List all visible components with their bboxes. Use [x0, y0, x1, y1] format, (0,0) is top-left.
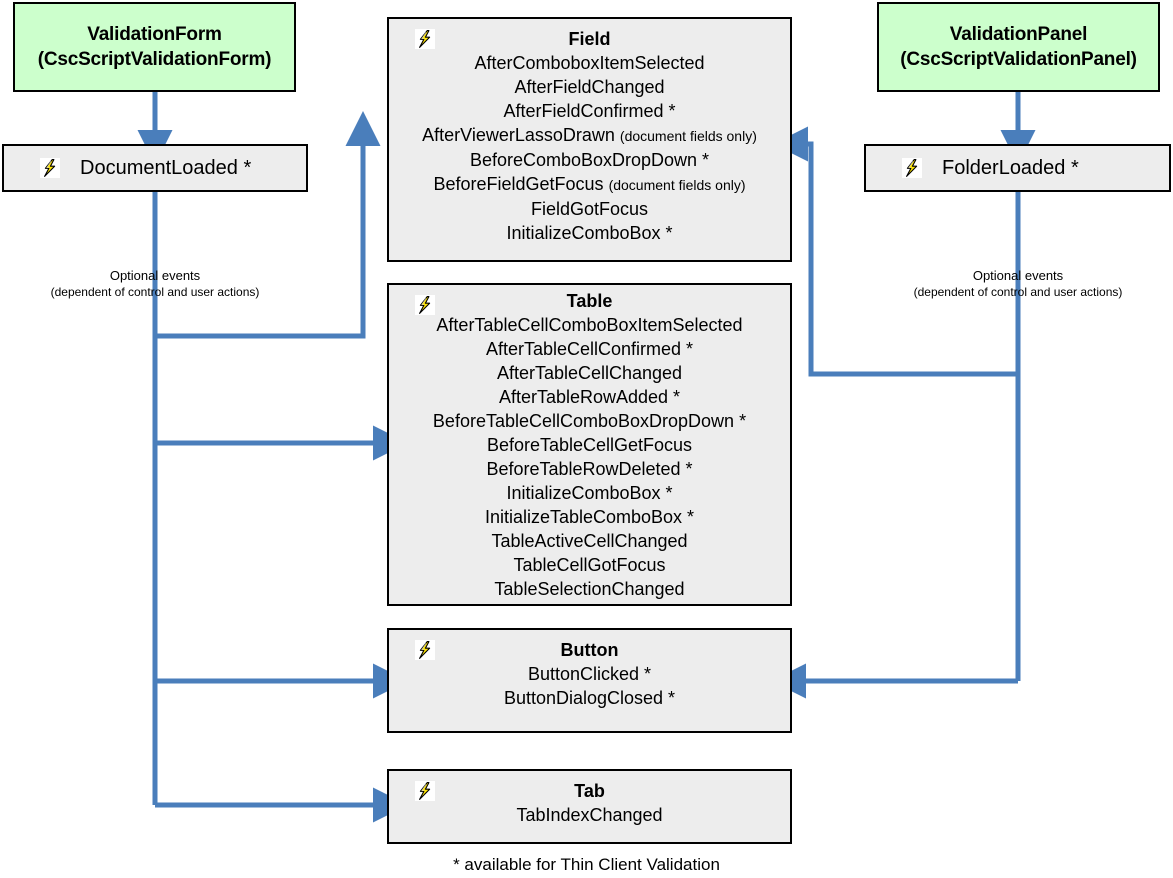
field-title: Field — [568, 29, 611, 49]
tab-title: Tab — [574, 781, 605, 801]
event-item: TableActiveCellChanged — [491, 531, 688, 551]
event-item: AfterTableCellChanged — [496, 363, 683, 383]
annotation-left-line2: (dependent of control and user actions) — [50, 285, 260, 299]
event-item: ButtonDialogClosed * — [503, 688, 676, 708]
event-item: BeforeComboBoxDropDown * — [469, 150, 710, 170]
event-item: ButtonClicked * — [527, 664, 652, 684]
node-tab-events[interactable]: Tab TabIndexChanged — [387, 769, 792, 844]
event-item: InitializeComboBox * — [506, 223, 673, 243]
annotation-left-optional-events: Optional events (dependent of control an… — [8, 268, 302, 300]
node-button-events[interactable]: Button ButtonClicked * ButtonDialogClose… — [387, 628, 792, 733]
node-table-events[interactable]: Table AfterTableCellComboBoxItemSelected… — [387, 283, 792, 606]
event-item: FieldGotFocus — [530, 199, 649, 219]
event-item: AfterTableCellConfirmed * — [485, 339, 694, 359]
lightning-bolt-icon — [415, 29, 435, 49]
node-document-loaded[interactable]: DocumentLoaded * — [2, 144, 308, 192]
node-folder-loaded[interactable]: FolderLoaded * — [864, 144, 1171, 192]
button-event-list: ButtonClicked * ButtonDialogClosed * — [389, 662, 790, 710]
event-item: AfterFieldChanged — [514, 77, 665, 97]
event-item: AfterFieldConfirmed * — [503, 101, 676, 121]
field-event-list: AfterComboboxItemSelected AfterFieldChan… — [389, 51, 790, 245]
node-validation-form[interactable]: ValidationForm (CscScriptValidationForm) — [13, 2, 296, 92]
table-title: Table — [566, 291, 613, 311]
event-item: TableSelectionChanged — [494, 579, 685, 599]
event-item: BeforeTableRowDeleted * — [486, 459, 693, 479]
event-item: InitializeTableComboBox * — [484, 507, 695, 527]
event-item: TableCellGotFocus — [513, 555, 666, 575]
document-loaded-label: DocumentLoaded * — [80, 156, 252, 179]
event-item: BeforeFieldGetFocus (document fields onl… — [433, 174, 746, 194]
event-item: InitializeComboBox * — [506, 483, 673, 503]
validation-form-title: ValidationForm — [87, 24, 222, 45]
event-item: AfterComboboxItemSelected — [474, 53, 705, 73]
annotation-right-line2: (dependent of control and user actions) — [913, 285, 1123, 299]
table-event-list: AfterTableCellComboBoxItemSelected After… — [389, 313, 790, 601]
node-field-events[interactable]: Field AfterComboboxItemSelected AfterFie… — [387, 17, 792, 262]
validation-panel-subtitle: (CscScriptValidationPanel) — [900, 49, 1137, 70]
event-item: TabIndexChanged — [516, 805, 663, 825]
event-item: BeforeTableCellGetFocus — [486, 435, 693, 455]
lightning-bolt-icon — [415, 640, 435, 660]
event-item: AfterViewerLassoDrawn (document fields o… — [422, 125, 757, 145]
validation-form-subtitle: (CscScriptValidationForm) — [37, 49, 272, 70]
footnote-text: * available for Thin Client Validation — [453, 855, 720, 874]
lightning-bolt-icon — [902, 158, 922, 178]
annotation-right-optional-events: Optional events (dependent of control an… — [871, 268, 1165, 300]
footnote-thin-client: * available for Thin Client Validation — [0, 855, 1173, 875]
annotation-left-line1: Optional events — [109, 268, 201, 283]
button-title: Button — [560, 640, 619, 660]
lightning-bolt-icon — [415, 295, 435, 315]
node-validation-panel[interactable]: ValidationPanel (CscScriptValidationPane… — [877, 2, 1160, 92]
event-item: BeforeTableCellComboBoxDropDown * — [432, 411, 747, 431]
folder-loaded-label: FolderLoaded * — [942, 156, 1079, 179]
event-item: AfterTableCellComboBoxItemSelected — [436, 315, 743, 335]
lightning-bolt-icon — [40, 158, 60, 178]
event-item: AfterTableRowAdded * — [498, 387, 681, 407]
tab-event-list: TabIndexChanged — [389, 803, 790, 827]
validation-panel-title: ValidationPanel — [949, 24, 1088, 45]
lightning-bolt-icon — [415, 781, 435, 801]
annotation-right-line1: Optional events — [972, 268, 1064, 283]
